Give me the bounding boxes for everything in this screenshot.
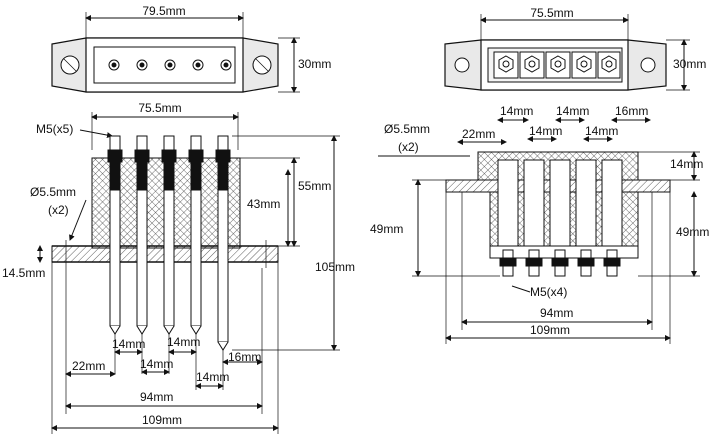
left-thread-label: M5(x5): [36, 122, 73, 136]
left-offset-22: 22mm: [72, 359, 105, 373]
top-left-view: 79.5mm 30mm: [51, 4, 331, 93]
left-section-view: 75.5mm M5(x5): [2, 101, 355, 434]
top-right-terminals: [493, 51, 621, 79]
right-hole-label-1: Ø5.5mm: [384, 122, 430, 136]
right-left-49: 49mm: [370, 222, 403, 236]
right-pitch-c: 14mm: [529, 124, 562, 138]
right-pitch-b: 14mm: [556, 104, 589, 118]
top-left-terminals: [108, 59, 232, 71]
right-14: 14mm: [670, 157, 703, 171]
right-hole-label-2: (x2): [398, 140, 419, 154]
left-flange-label: 14.5mm: [2, 266, 45, 280]
left-hole-label-1: Ø5.5mm: [30, 185, 76, 199]
left-pitch-4: 14mm: [196, 370, 229, 384]
left-pitch-3: 14mm: [140, 357, 173, 371]
left-width-94: 94mm: [140, 390, 173, 404]
left-height-105: 105mm: [315, 260, 355, 274]
left-height-43: 43mm: [247, 197, 280, 211]
right-width-94: 94mm: [540, 306, 573, 320]
left-height-55: 55mm: [298, 179, 331, 193]
right-offset-22: 22mm: [462, 127, 495, 141]
right-terminals: [497, 159, 623, 277]
top-right-width-label: 75.5mm: [530, 6, 573, 20]
top-left-height-label: 30mm: [298, 57, 331, 71]
right-section-view: Ø5.5mm (x2) 22mm 14mm 14mm 14mm 14mm 16m…: [370, 104, 709, 344]
top-right-height-label: 30mm: [673, 57, 706, 71]
right-right-49: 49mm: [676, 225, 709, 239]
left-pin-16: 16mm: [228, 350, 261, 364]
top-left-width-label: 79.5mm: [142, 4, 185, 18]
left-width-109: 109mm: [142, 413, 182, 427]
right-thread-label: M5(x4): [530, 285, 567, 299]
left-pitch-2: 14mm: [167, 335, 200, 349]
left-top-width-label: 75.5mm: [138, 101, 181, 115]
left-pitch-1: 14mm: [112, 337, 145, 351]
right-pitch-d: 14mm: [585, 124, 618, 138]
right-pitch-a: 14mm: [500, 104, 533, 118]
right-width-109: 109mm: [530, 323, 570, 337]
top-right-view: 75.5mm 30mm: [444, 6, 706, 91]
left-hole-label-2: (x2): [48, 203, 69, 217]
right-pin-16: 16mm: [615, 104, 648, 118]
